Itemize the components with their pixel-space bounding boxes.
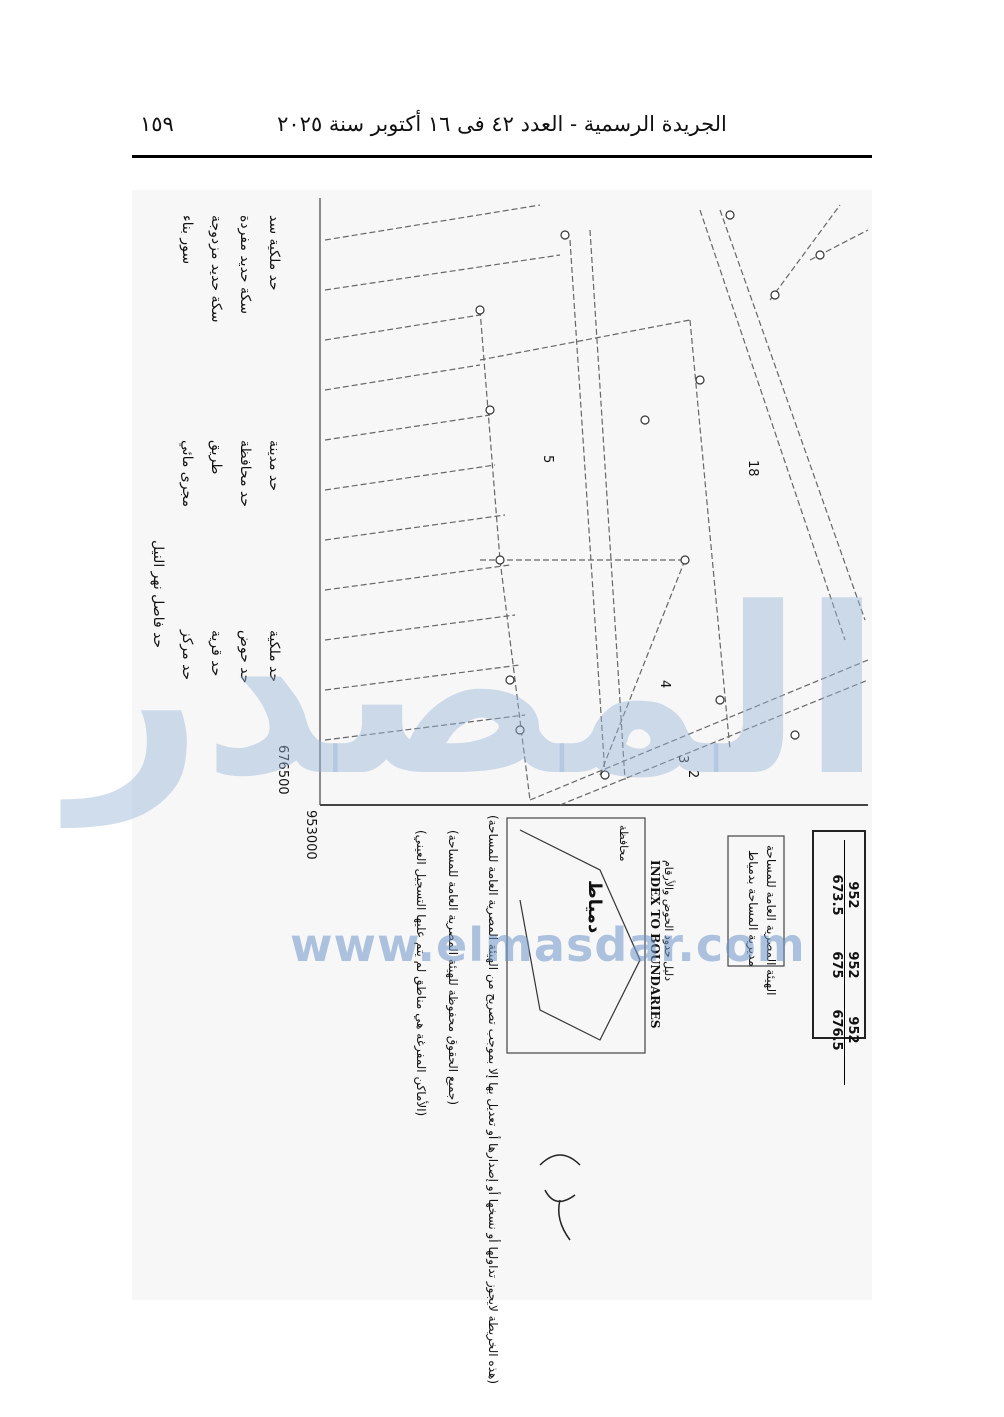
survey-points [475,210,825,780]
gazette-title: الجريدة الرسمية - العدد ٤٢ فى ١٦ أكتوبر … [277,112,727,136]
parcel-lines [324,204,869,806]
watermark-url: www.elmasdar.com [290,918,806,972]
stamp-frame [727,835,785,967]
watermark-logo: المصدر [70,560,882,827]
index-map-frame [506,817,646,1054]
sheet-index-table [812,830,866,1039]
scanned-map-sheet [132,190,872,1300]
page-number: ١٥٩ [140,112,174,136]
header-rule [132,155,872,158]
index-map-boundary [519,829,641,1041]
